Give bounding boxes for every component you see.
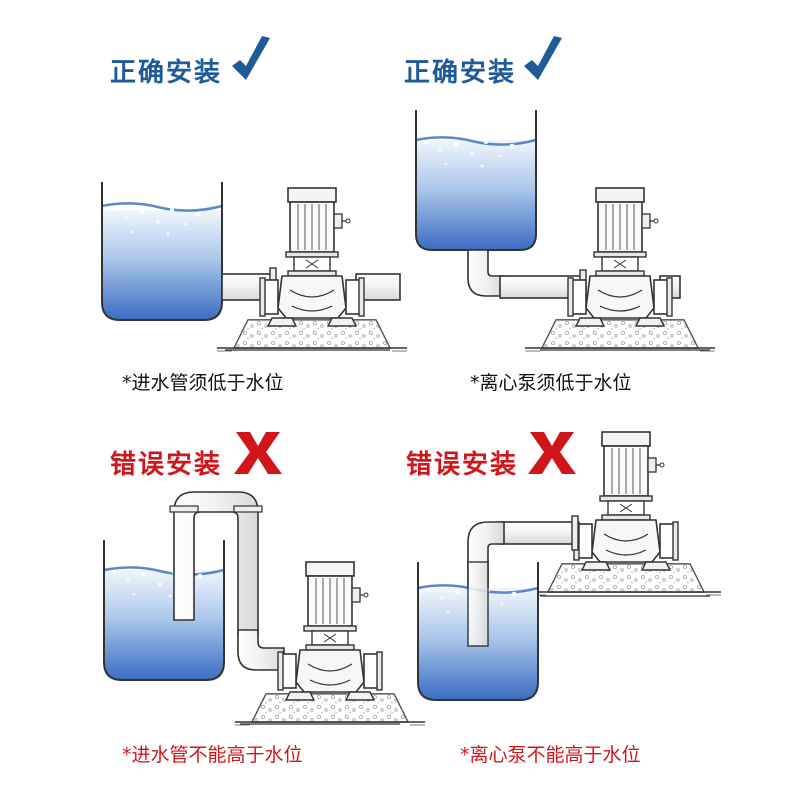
concrete-base bbox=[234, 693, 426, 726]
pump bbox=[567, 187, 673, 327]
pump bbox=[573, 431, 679, 571]
diagram-wrong-inlet-pipe bbox=[103, 432, 426, 726]
panel-wrong-pump-position: 错误安装 *离心泵不能高于水位 bbox=[400, 400, 800, 800]
panel-correct-pump-position: 正确安装 *离心泵须低于水位 bbox=[400, 0, 800, 400]
panel-caption: *离心泵不能高于水位 bbox=[460, 744, 641, 766]
check-icon bbox=[524, 36, 562, 80]
panel-title: 正确安装 bbox=[404, 58, 517, 88]
panel-correct-inlet-pipe: 正确安装 *进水管须低于水位 bbox=[0, 0, 408, 400]
check-icon bbox=[232, 36, 270, 80]
panel-caption: *离心泵须低于水位 bbox=[470, 372, 632, 394]
panel-caption: *进水管须低于水位 bbox=[122, 372, 284, 394]
panel-title: 错误安装 bbox=[406, 450, 519, 480]
concrete-base bbox=[216, 319, 408, 352]
diagram-correct-pump-position bbox=[415, 36, 716, 352]
panel-title: 正确安装 bbox=[110, 58, 223, 88]
concrete-base bbox=[530, 563, 722, 596]
diagram-wrong-pump-position bbox=[417, 431, 722, 701]
water-tank bbox=[101, 182, 223, 321]
cross-icon bbox=[528, 432, 576, 474]
pump bbox=[277, 561, 383, 701]
water-tank bbox=[103, 540, 225, 681]
pump bbox=[259, 187, 365, 327]
water-tank bbox=[415, 110, 537, 251]
concrete-base bbox=[524, 319, 716, 352]
panel-wrong-inlet-pipe: 错误安装 *进水管不能高于水位 bbox=[0, 400, 426, 800]
cross-icon bbox=[234, 432, 282, 474]
panel-caption: *进水管不能高于水位 bbox=[122, 744, 303, 766]
panel-title: 错误安装 bbox=[110, 450, 223, 480]
diagram-correct-inlet-pipe bbox=[101, 36, 408, 352]
inlet-pipe bbox=[169, 491, 285, 671]
